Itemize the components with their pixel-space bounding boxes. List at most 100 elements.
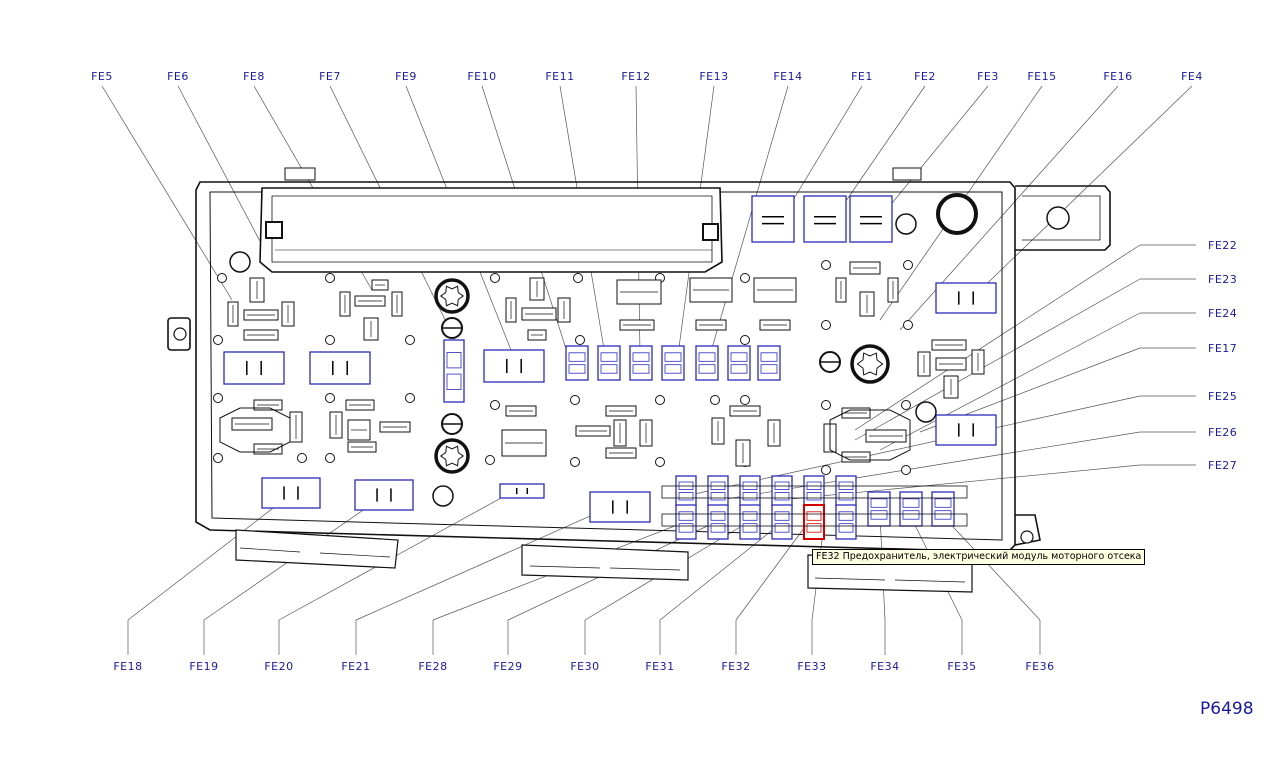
relay [887,277,899,303]
relay [753,277,797,303]
fuse[interactable] [835,475,857,507]
fuse[interactable] [309,351,371,385]
relay [347,419,371,441]
callout-label: FE30 [570,660,599,673]
relay [243,309,279,321]
terminal-bolt [895,213,917,235]
ground-terminal [819,351,841,373]
fuse[interactable] [223,351,285,385]
fuse-fe32-highlighted[interactable] [803,504,825,540]
relay [759,319,791,331]
mounting-hole [213,453,223,463]
fuse[interactable] [931,491,955,527]
fuse[interactable] [935,414,997,446]
callout-label: FE14 [773,70,802,83]
fuse[interactable] [565,345,589,381]
fuse[interactable] [803,475,825,507]
terminal-bolt [434,278,470,314]
terminal-bolt [229,251,251,273]
fuse[interactable] [675,475,697,507]
fuse[interactable] [629,345,653,381]
fuse[interactable] [899,491,923,527]
callout-label: FE33 [797,660,826,673]
callout-label: FE25 [1208,390,1237,403]
fuse[interactable] [661,345,685,381]
mounting-hole [901,465,911,475]
mounting-hole [740,273,750,283]
relay [227,301,239,327]
fuse[interactable] [849,195,893,243]
mounting-hole [821,320,831,330]
relay [527,329,547,341]
mounting-hole [297,453,307,463]
fuse[interactable] [354,479,414,511]
mounting-hole [821,260,831,270]
relay [347,441,377,453]
mounting-hole [573,273,583,283]
busbar [661,485,968,499]
fuse[interactable] [771,504,793,540]
callout-label: FE17 [1208,342,1237,355]
fuse[interactable] [751,195,795,243]
relay [711,417,725,445]
fuse[interactable] [771,475,793,507]
fuse[interactable] [707,475,729,507]
terminal-bolt [915,401,937,423]
relay-socket [829,409,911,461]
leader-line [101,85,233,301]
relay [619,319,655,331]
leader-line [659,519,786,621]
fuse[interactable] [739,504,761,540]
relay [695,319,727,331]
fuse[interactable] [597,345,621,381]
relay [575,425,611,437]
mounting-hole [173,327,187,341]
fuse[interactable] [739,475,761,507]
relay [231,417,273,431]
fuse[interactable] [727,345,751,381]
leader-line [854,278,1141,441]
relay [605,405,637,417]
relay [931,339,967,351]
mounting-hole [490,400,500,410]
fuse[interactable] [803,195,847,243]
relay [613,419,627,447]
fuse[interactable] [261,477,321,509]
callout-label: FE24 [1208,307,1237,320]
relay [917,351,931,377]
relay [289,411,303,443]
relay [859,291,875,317]
mounting-hole [655,457,665,467]
fuse[interactable] [483,349,545,383]
fuse[interactable] [443,339,465,403]
callout-label: FE11 [545,70,574,83]
callout-label: FE19 [189,660,218,673]
mounting-hole [821,400,831,410]
callout-label: FE10 [467,70,496,83]
figure-id: P6498 [1200,699,1254,719]
leader-line [779,464,1141,501]
terminal-bolt [434,438,470,474]
relay [616,279,662,305]
leader-line [127,494,291,621]
mounting-hole [655,395,665,405]
fuse[interactable] [707,504,729,540]
leader-line [355,504,616,621]
fuse[interactable] [695,345,719,381]
fuse[interactable] [757,345,781,381]
relay [865,429,907,443]
fuse[interactable] [675,504,697,540]
relay [935,357,967,371]
fuse[interactable] [835,504,857,540]
mounting-hole [1046,206,1070,230]
leader-line [879,312,1141,451]
fuse[interactable] [935,282,997,314]
terminal-bolt [850,344,890,384]
fuse[interactable] [499,483,545,499]
callout-label: FE12 [621,70,650,83]
mounting-hole [325,273,335,283]
fuse[interactable] [867,491,891,527]
fuse[interactable] [589,491,651,523]
